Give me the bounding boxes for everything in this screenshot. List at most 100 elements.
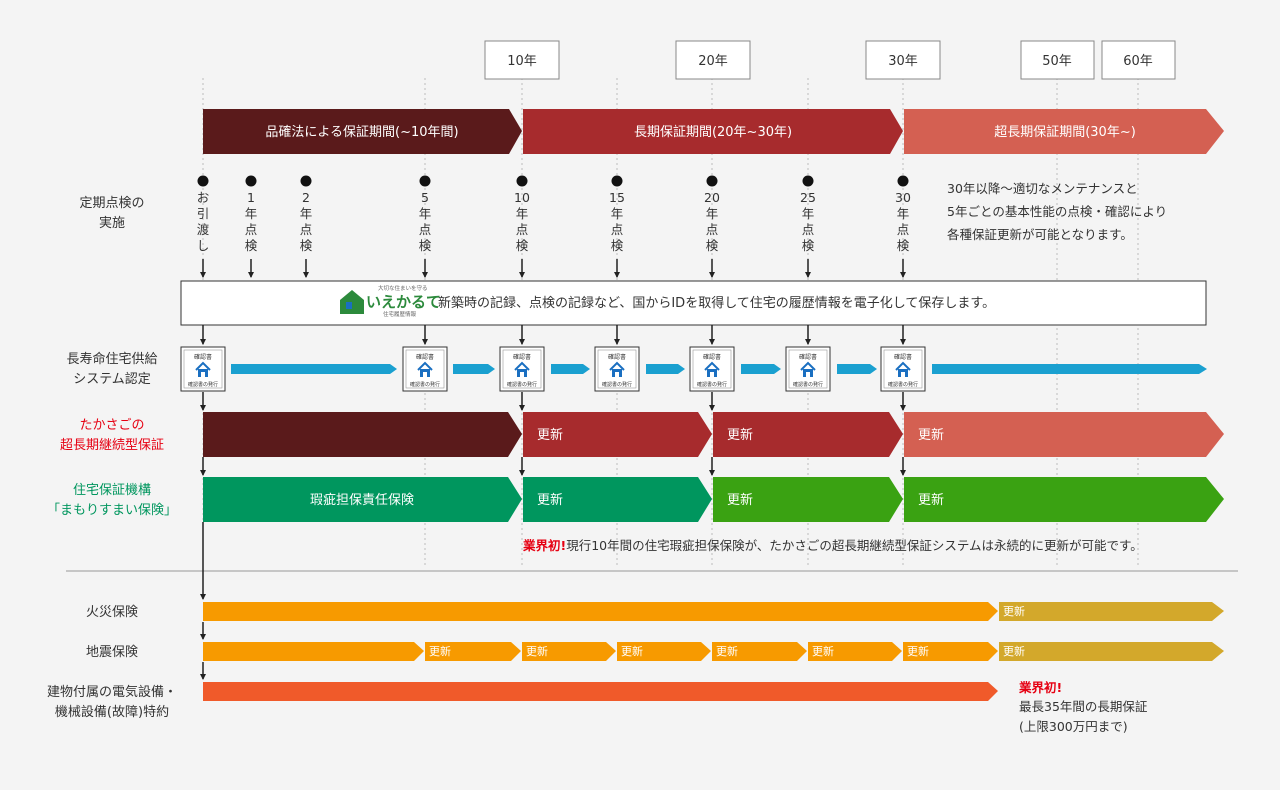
doc-title: 確認書 (416, 353, 434, 361)
year-label-60: 60年 (1123, 54, 1153, 69)
mamori-renew-arrow-10 (523, 477, 712, 522)
iekarute-logo: 大切な住まいを守る いえかるて 住宅履歴情報 (340, 284, 441, 318)
equipment-line-2: (上限300万円まで) (1019, 719, 1128, 734)
quake-renew-label: 更新 (429, 644, 451, 658)
takasago-row-label-1: たかさごの (79, 417, 144, 433)
inspection-label-char: 1 (247, 190, 255, 205)
flow-arrow (231, 364, 397, 374)
takasago-renew-arrow-30 (904, 412, 1224, 457)
inspection-row-label-2: 実施 (99, 215, 125, 231)
mamori-main-arrow (203, 477, 522, 522)
inspection-row-label-1: 定期点検の (79, 196, 144, 211)
inspection-label-char: 検 (611, 238, 624, 253)
inspection-label-char: 点 (516, 222, 529, 237)
quake-renew-label: 更新 (716, 644, 738, 658)
inspection-label-char: 点 (245, 222, 258, 237)
inspection-label-char: 検 (245, 238, 258, 253)
takasago-renew-arrow-20 (713, 412, 903, 457)
mamori-row-label-1: 住宅保証機構 (73, 483, 151, 498)
inspection-label-char: 年 (611, 206, 624, 221)
earthquake-insurance-label: 地震保険 (86, 645, 138, 660)
certification-flow-arrows (231, 364, 1207, 374)
quake-renew-arrow (808, 642, 902, 661)
certification-row-label-1: 長寿命住宅供給 (66, 351, 157, 367)
mamori-renew-arrow-20 (713, 477, 903, 522)
doc-caption: 確認書の発行 (888, 381, 918, 388)
inspection-label-char: 点 (706, 222, 719, 237)
inspection-label-char: 年 (897, 206, 910, 221)
fire-insurance-label: 火災保険 (86, 605, 138, 620)
inspection-label-char: 検 (897, 238, 910, 253)
inspection-label-char: 点 (802, 222, 815, 237)
doc-caption: 確認書の発行 (602, 381, 632, 388)
flow-arrow (646, 364, 685, 374)
inspection-label-char: 年 (706, 206, 719, 221)
mamori-insurance-row: 住宅保証機構 「まもりすまい保険」 瑕疵担保責任保険 更新 更新 更新 (47, 477, 1224, 522)
takasago-renew-label: 更新 (727, 427, 753, 443)
inspection-down-arrows (200, 259, 906, 278)
phase-super-long-label: 超長期保証期間(30年~) (994, 125, 1136, 140)
inspection-label-char: 2 (302, 190, 310, 205)
phase-long-arrow (523, 109, 903, 154)
inspection-note-line-3: 各種保証更新が可能となります。 (947, 227, 1133, 242)
inspection-dot (706, 175, 718, 187)
logo-name: いえかるて (366, 293, 441, 311)
quake-renew-arrow (425, 642, 521, 661)
logo-tagline: 大切な住まいを守る (378, 284, 428, 292)
phase-law-arrow (203, 109, 522, 154)
quake-initial-arrow (203, 642, 424, 661)
inspection-label-char: 30 (895, 190, 911, 205)
doc-caption: 確認書の発行 (697, 381, 727, 388)
inspection-label-char: 検 (419, 238, 432, 253)
equipment-line-1: 最長35年間の長期保証 (1019, 699, 1148, 714)
inspection-label-char: 検 (802, 238, 815, 253)
inspection-labels: お 引 渡 し 1 年 点 検 2 年 点 検 5 年 点 検 10 年 点 検… (197, 190, 911, 253)
inspection-label-char: 点 (419, 222, 432, 237)
inspection-label-char: 年 (802, 206, 815, 221)
inspection-label-char: 検 (706, 238, 719, 253)
inspection-dot (197, 175, 209, 187)
phase-bar: 品確法による保証期間(~10年間) 長期保証期間(20年~30年) 超長期保証期… (203, 109, 1224, 154)
inspection-label-char: 点 (611, 222, 624, 237)
phase-super-long-arrow (904, 109, 1224, 154)
industry-note-highlight: 業界初! (522, 538, 566, 553)
inspection-dot (516, 175, 528, 187)
takasago-row-label-2: 超長期継続型保証 (60, 438, 164, 453)
fire-renew-arrow (999, 602, 1224, 621)
house-record-box: 大切な住まいを守る いえかるて 住宅履歴情報 新築時の記録、点検の記録など、国か… (180, 280, 1207, 345)
certification-row-label-2: システム認定 (73, 371, 151, 387)
flow-arrow (453, 364, 495, 374)
year-label-50: 50年 (1042, 54, 1072, 69)
industry-first-note: 業界初!現行10年間の住宅瑕疵担保保険が、たかさごの超長期継続型保証システムは永… (522, 538, 1143, 553)
quake-renew-arrow (522, 642, 616, 661)
year-box-50: 50年 (1020, 40, 1095, 80)
phase-long-label: 長期保証期間(20年~30年) (634, 125, 792, 140)
doc-caption: 確認書の発行 (188, 381, 218, 388)
doc-title: 確認書 (703, 353, 721, 361)
inspection-dot (419, 175, 431, 187)
inspection-label-char: 検 (516, 238, 529, 253)
inspection-label-char: 年 (516, 206, 529, 221)
quake-renew-label: 更新 (812, 644, 834, 658)
inspection-label-char: 25 (800, 190, 816, 205)
equipment-rider-row: 建物付属の電気設備・ 機械設備(故障)特約 業界初! 最長35年間の長期保証 (… (47, 680, 1148, 734)
quake-renew-label: 更新 (621, 644, 643, 658)
mamori-renew-label: 更新 (537, 492, 563, 508)
inspection-dot (802, 175, 814, 187)
inspection-row: 定期点検の 実施 お 引 渡 し 1 年 点 検 2 年 点 検 5 (79, 175, 1167, 278)
inspection-dot (611, 175, 623, 187)
year-box-30: 30年 (865, 40, 941, 80)
takasago-renew-arrow-10 (523, 412, 712, 457)
fire-renew-label: 更新 (1003, 604, 1025, 618)
doc-caption: 確認書の発行 (507, 381, 537, 388)
inspection-label-char: 15 (609, 190, 625, 205)
mamori-main-label: 瑕疵担保責任保険 (310, 493, 414, 508)
